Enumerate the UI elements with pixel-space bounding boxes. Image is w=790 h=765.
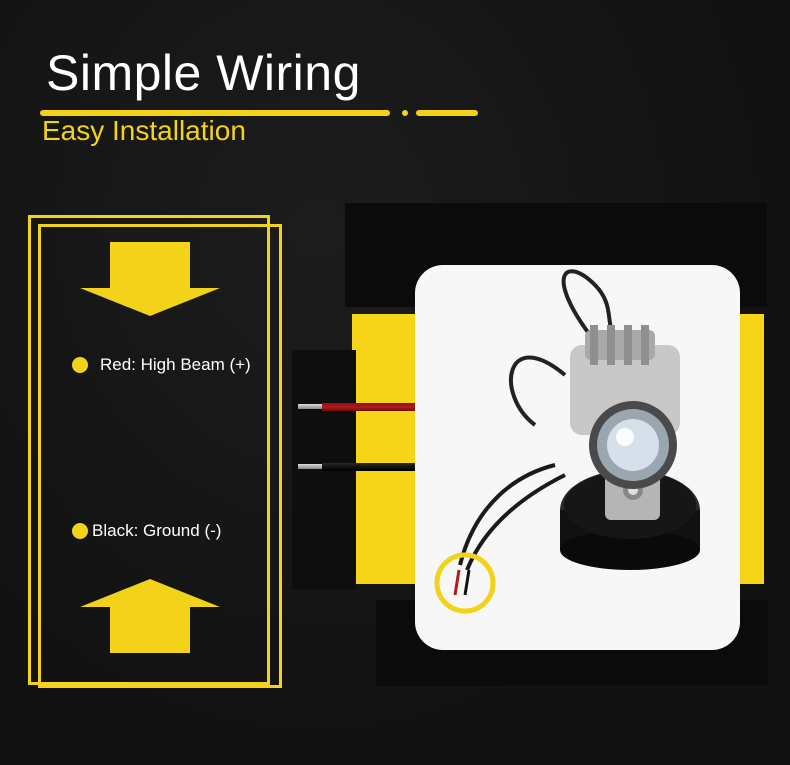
legend-label-black: Black: Ground (-) — [92, 521, 222, 540]
page-title: Simple Wiring — [46, 45, 361, 101]
title-underline — [40, 108, 478, 116]
page-subtitle: Easy Installation — [42, 115, 246, 146]
underline-bar-short — [416, 110, 478, 116]
legend-frame-inner — [38, 224, 282, 688]
legend-item-black: Black: Ground (-) — [72, 521, 221, 541]
bullet-dot-icon — [72, 523, 88, 539]
light-illustration — [434, 269, 700, 614]
arrow-up-icon — [80, 579, 220, 653]
product-photo — [415, 265, 740, 650]
red-wire — [322, 403, 418, 411]
underline-bar — [40, 110, 390, 116]
bullet-dot-icon — [72, 357, 88, 373]
black-wire — [322, 463, 418, 471]
black-wire-terminal — [298, 464, 322, 469]
legend-label-red: Red: High Beam (+) — [100, 355, 251, 374]
red-wire-terminal — [298, 404, 322, 409]
underline-dot — [402, 110, 408, 116]
legend-item-red: Red: High Beam (+) — [72, 355, 251, 375]
arrow-down-icon — [80, 242, 220, 316]
legend-frame-outer — [28, 215, 270, 685]
